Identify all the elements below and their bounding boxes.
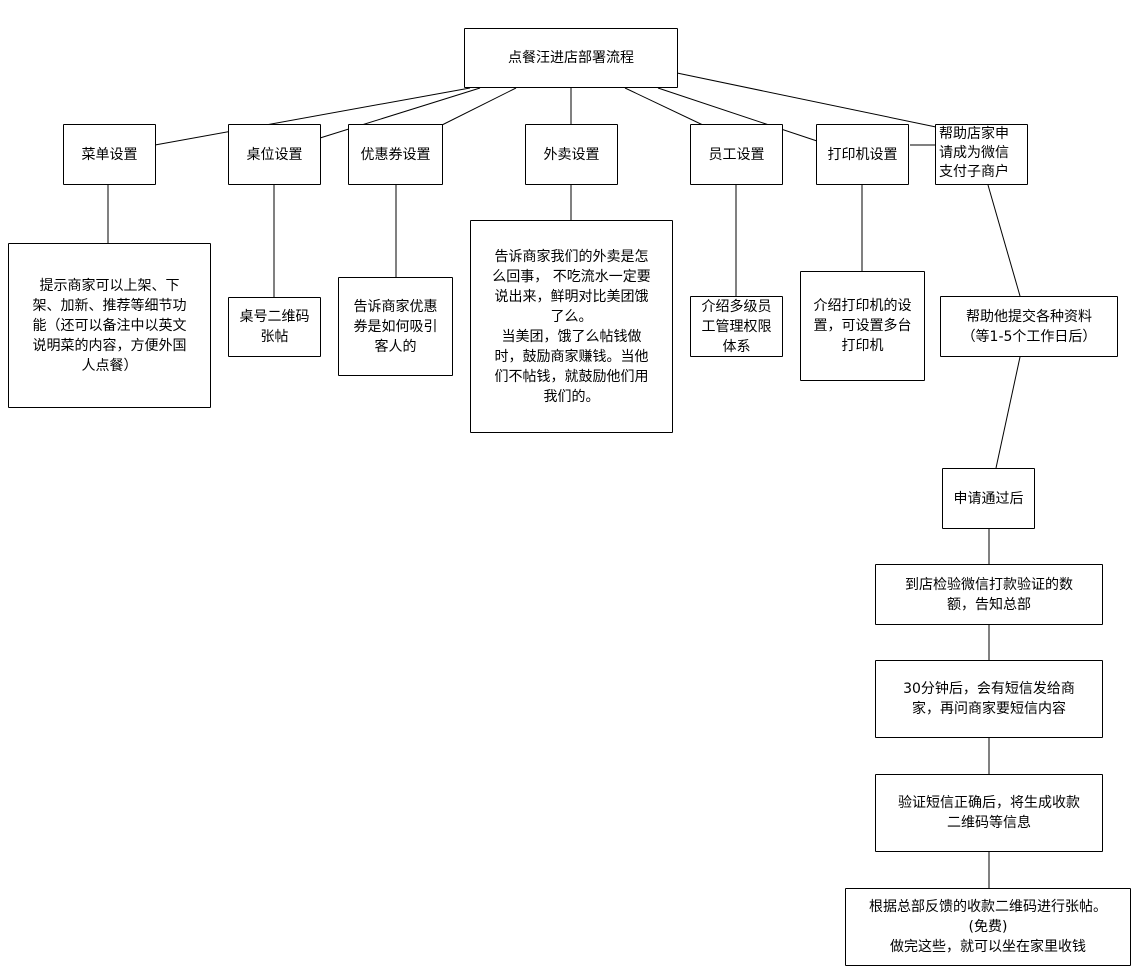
step-generate-qrcode: 验证短信正确后，将生成收款 二维码等信息 <box>875 774 1103 852</box>
connector-root-coupon <box>439 87 517 127</box>
detail-printer: 介绍打印机的设 置，可设置多台 打印机 <box>800 271 925 381</box>
step-verify-payment: 到店检验微信打款验证的数 额，告知总部 <box>875 564 1103 625</box>
category-coupon-settings: 优惠券设置 <box>348 124 443 185</box>
detail-text: 介绍打印机的设 置，可设置多台 打印机 <box>813 298 912 354</box>
category-label: 员工设置 <box>708 146 765 163</box>
category-label: 桌位设置 <box>246 146 303 163</box>
category-delivery-settings: 外卖设置 <box>525 124 618 185</box>
category-label: 帮助店家申 请成为微信 支付子商户 <box>939 126 1009 180</box>
connector-root-wechat <box>676 72 937 128</box>
step-text: 验证短信正确后，将生成收款 二维码等信息 <box>898 795 1080 831</box>
category-menu-settings: 菜单设置 <box>63 124 156 185</box>
category-label: 菜单设置 <box>81 146 138 163</box>
step-text: 到店检验微信打款验证的数 额，告知总部 <box>905 576 1073 613</box>
category-wechat-merchant: 帮助店家申 请成为微信 支付子商户 <box>935 124 1028 185</box>
step-application-approved: 申请通过后 <box>942 468 1035 529</box>
step-sms-code: 30分钟后，会有短信发给商 家，再问商家要短信内容 <box>875 660 1103 738</box>
connector-root-table <box>319 87 481 139</box>
root-node: 点餐汪进店部署流程 <box>464 28 678 88</box>
step-text: 根据总部反馈的收款二维码进行张帖。 (免费) 做完这些，就可以坐在家里收钱 <box>869 899 1107 955</box>
connector-root-staff <box>624 87 706 127</box>
step-text: 申请通过后 <box>953 490 1024 507</box>
category-label: 打印机设置 <box>827 146 898 163</box>
category-table-settings: 桌位设置 <box>228 124 321 185</box>
detail-text: 告诉商家优惠 券是如何吸引 客人的 <box>353 298 438 355</box>
category-printer-settings: 打印机设置 <box>816 124 909 185</box>
detail-menu: 提示商家可以上架、下 架、加新、推荐等细节功 能（还可以备注中以英文 说明菜的内… <box>8 243 211 408</box>
detail-staff: 介绍多级员 工管理权限 体系 <box>690 296 783 357</box>
step-post-qrcode: 根据总部反馈的收款二维码进行张帖。 (免费) 做完这些，就可以坐在家里收钱 <box>845 888 1131 966</box>
detail-text: 告诉商家我们的外卖是怎 么回事， 不吃流水一定要 说出来，鲜明对比美团饿 了么。… <box>492 248 651 405</box>
connector-step1-step2 <box>995 356 1021 469</box>
detail-text: 提示商家可以上架、下 架、加新、推荐等细节功 能（还可以备注中以英文 说明菜的内… <box>32 277 187 374</box>
detail-table: 桌号二维码 张帖 <box>228 297 321 357</box>
connector-root-printer <box>657 87 818 142</box>
category-label: 优惠券设置 <box>360 146 431 163</box>
category-label: 外卖设置 <box>543 146 600 163</box>
step-text: 30分钟后，会有短信发给商 家，再问商家要短信内容 <box>903 681 1075 717</box>
detail-text: 介绍多级员 工管理权限 体系 <box>701 298 772 355</box>
step-submit-documents: 帮助他提交各种资料 （等1-5个工作日后） <box>940 296 1118 357</box>
detail-delivery: 告诉商家我们的外卖是怎 么回事， 不吃流水一定要 说出来，鲜明对比美团饿 了么。… <box>470 220 673 433</box>
connector-wechat-step1 <box>987 184 1021 297</box>
root-label: 点餐汪进店部署流程 <box>508 50 634 66</box>
connector-root-menu <box>154 87 471 146</box>
detail-text: 桌号二维码 张帖 <box>239 309 310 345</box>
step-text: 帮助他提交各种资料 （等1-5个工作日后） <box>961 308 1097 345</box>
detail-coupon: 告诉商家优惠 券是如何吸引 客人的 <box>338 277 453 376</box>
category-staff-settings: 员工设置 <box>690 124 783 185</box>
